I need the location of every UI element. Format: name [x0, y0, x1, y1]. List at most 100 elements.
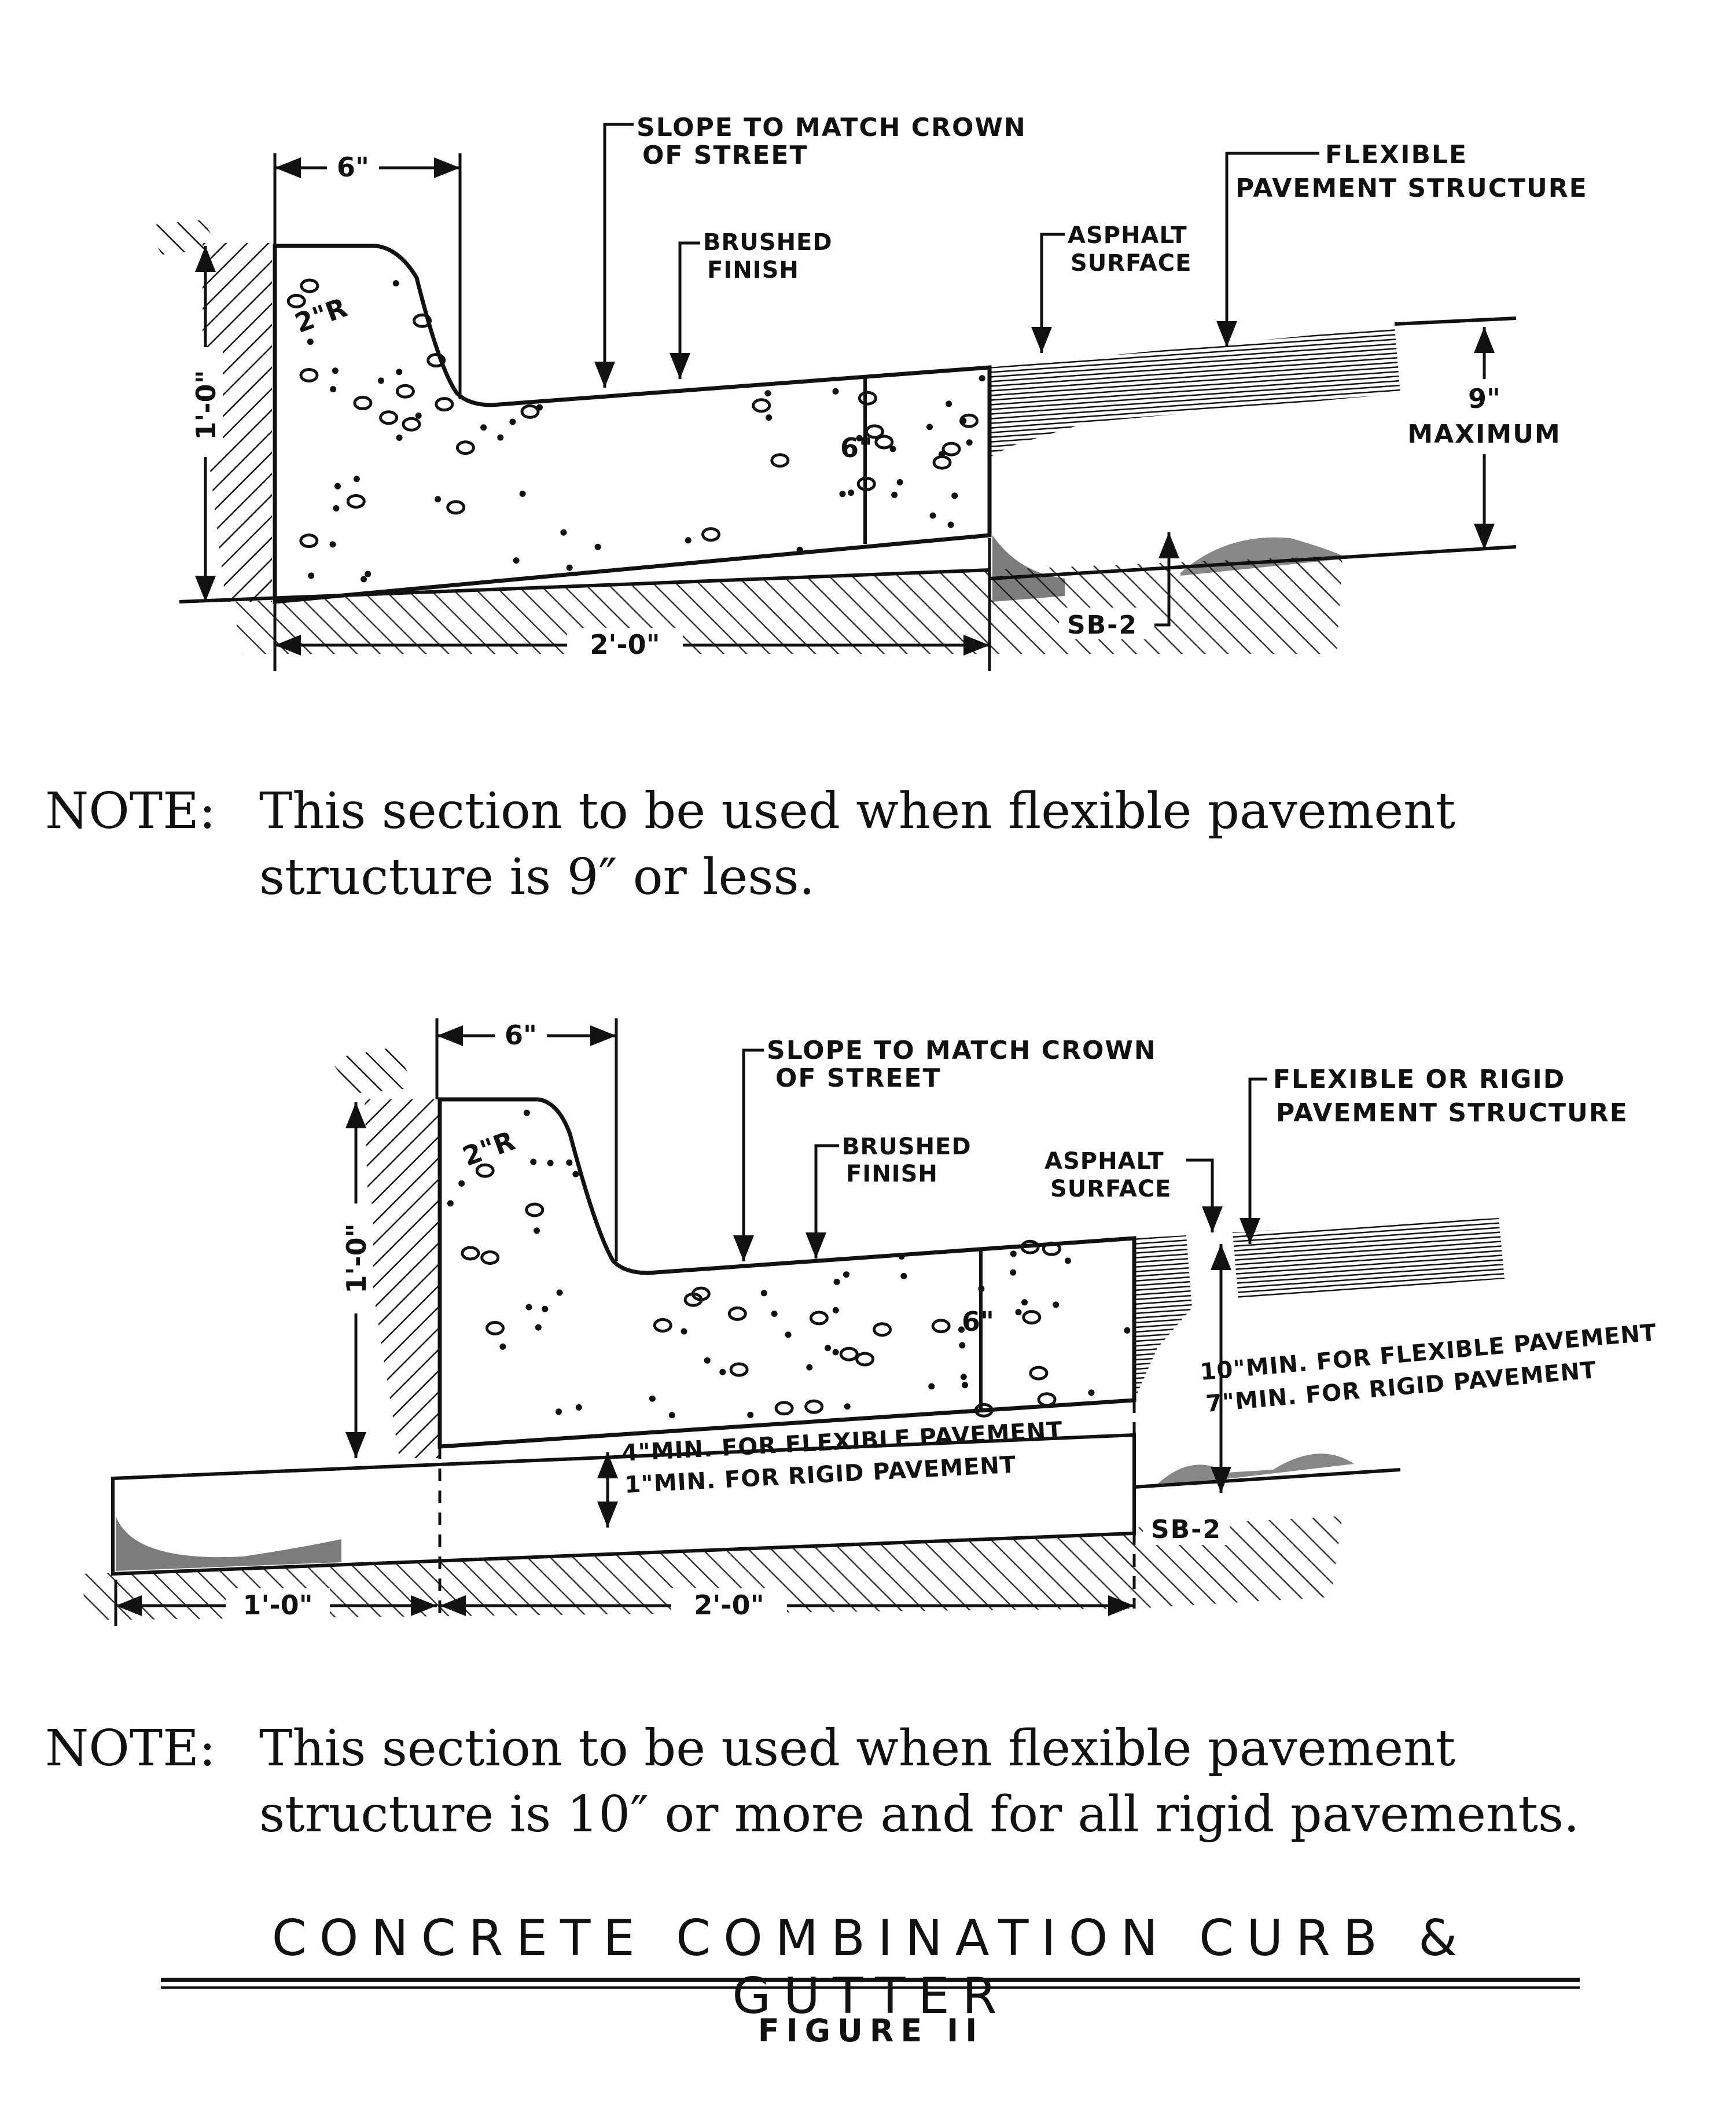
bottom-soil-below	[81, 1516, 1343, 1620]
aggregate-dot	[1029, 1366, 1049, 1381]
title-rule-bottom	[161, 1986, 1580, 1989]
top-asphalt-label-2: SURFACE	[1071, 250, 1191, 277]
aggregate-dot	[534, 1227, 540, 1234]
bottom-dim-height-bg	[339, 1204, 373, 1313]
aggregate-dot	[523, 1109, 530, 1116]
aggregate-dot	[547, 1160, 554, 1166]
aggregate-dot	[575, 1404, 582, 1411]
aggregate-dot	[556, 1289, 563, 1296]
aggregate-dot	[858, 391, 877, 406]
top-subgrade-line	[989, 545, 1517, 580]
aggregate-dot	[1010, 1269, 1017, 1276]
aggregate-dot	[377, 377, 384, 384]
aggregate-dot	[1042, 1241, 1061, 1256]
aggregate-dot	[413, 313, 432, 328]
note-bottom-line-1: This section to be used when flexible pa…	[259, 1720, 1456, 1778]
aggregate-dot	[959, 1342, 966, 1349]
top-base-bg	[1059, 608, 1154, 639]
top-slope-label-1: SLOPE TO MATCH CROWN	[637, 113, 1027, 142]
bottom-brushed-leader	[806, 1144, 839, 1258]
aggregate-dot	[308, 572, 315, 579]
figure-title: CONCRETE COMBINATION CURB & GUTTER	[271, 1909, 1470, 2025]
note-bottom-line-2: structure is 10″ or more and for all rig…	[259, 1786, 1580, 1843]
bottom-gutter-depth-label: 6"	[962, 1306, 994, 1337]
note-top-line-1: This section to be used when flexible pa…	[259, 782, 1456, 840]
bottom-base-bg	[1143, 1513, 1230, 1545]
aggregate-dot	[898, 1253, 905, 1260]
aggregate-dot	[806, 1364, 813, 1371]
aggregate-dot	[848, 490, 855, 496]
note-top-heading: NOTE:	[45, 782, 216, 840]
aggregate-dot	[499, 1343, 506, 1350]
bottom-brushed-label-2: FINISH	[846, 1161, 938, 1187]
top-dim-max-bg	[1418, 379, 1551, 454]
bottom-soil-behind-curb	[365, 1099, 440, 1458]
aggregate-dot	[946, 400, 952, 407]
top-gutter-width-label: 2'-0"	[590, 629, 660, 660]
top-soil-behind-curb	[203, 243, 272, 602]
aggregate-dot	[556, 1408, 562, 1415]
aggregate-dot	[766, 414, 773, 421]
bottom-section-diagram: 6" 1'-0" 1'-0" 2'-0" 6" 2"R SLOPE TO MAT…	[81, 1018, 1658, 1626]
aggregate-dot	[594, 543, 601, 550]
aggregate-dot	[435, 397, 454, 412]
top-section-diagram: 6" 1'-0" 2'-0" 6" 2"R SLOPE TO MATCH CRO…	[145, 113, 1587, 671]
aggregate-dot	[566, 564, 573, 571]
aggregate-dot	[889, 446, 896, 452]
aggregate-dot	[668, 1412, 675, 1419]
bottom-slope-label-2: OF STREET	[775, 1063, 941, 1093]
aggregate-dot	[560, 529, 567, 536]
aggregate-dot	[1088, 1389, 1095, 1396]
aggregate-dot	[931, 1319, 951, 1334]
aggregate-dot	[395, 384, 415, 399]
bottom-concrete-body	[437, 1097, 1137, 1449]
top-curb-height-label: 1'-0"	[190, 370, 222, 440]
aggregate-dot	[752, 398, 771, 413]
aggregate-dot	[1020, 1239, 1040, 1254]
aggregate-dot	[353, 396, 373, 410]
aggregate-dot	[962, 1382, 968, 1389]
aggregate-dot	[928, 1383, 935, 1390]
top-curb-width-label: 6"	[337, 152, 369, 183]
aggregate-dot	[307, 338, 314, 345]
aggregate-dot	[764, 390, 771, 397]
aggregate-dot	[1053, 1301, 1060, 1308]
note-top-line-2: structure is 9″ or less.	[259, 848, 815, 906]
aggregate-dot	[966, 439, 973, 446]
aggregate-dot	[330, 386, 337, 393]
top-base-leader	[1152, 532, 1179, 627]
aggregate-dot	[685, 537, 692, 544]
aggregate-dot	[329, 541, 336, 548]
bottom-extension-width-label: 1'-0"	[242, 1589, 312, 1621]
aggregate-dot	[486, 1320, 505, 1335]
aggregate-dot	[843, 1271, 849, 1278]
top-soil-cap	[145, 220, 220, 255]
aggregate-dot	[681, 1328, 687, 1335]
aggregate-dot	[461, 1246, 480, 1261]
aggregate-dot	[525, 1202, 545, 1217]
aggregate-dot	[572, 1171, 579, 1177]
aggregate-dot	[1037, 1392, 1057, 1407]
aggregate-dot	[701, 527, 720, 542]
top-pavement-top	[1394, 317, 1517, 326]
aggregate-dot	[1015, 1309, 1022, 1316]
aggregate-dot	[1064, 1257, 1071, 1264]
aggregate-dot	[520, 404, 540, 419]
bottom-curb-height-label: 1'-0"	[341, 1223, 372, 1293]
top-asphalt-surface	[990, 327, 1400, 457]
aggregate-dot	[926, 424, 933, 430]
note-bottom: NOTE: This section to be used when flexi…	[45, 1716, 1608, 1854]
aggregate-dot	[346, 494, 366, 509]
top-ground-line	[179, 568, 990, 603]
bottom-pavement-layer	[1233, 1218, 1505, 1299]
aggregate-dot	[704, 1357, 711, 1364]
aggregate-dot	[900, 1272, 907, 1279]
aggregate-dot	[286, 293, 306, 308]
aggregate-dot	[796, 546, 803, 553]
bottom-dim-extension-bg	[226, 1588, 330, 1623]
aggregate-dot	[392, 280, 399, 287]
aggregate-dot	[856, 435, 863, 441]
aggregate-dot	[891, 491, 898, 498]
aggregate-dot	[299, 368, 319, 382]
